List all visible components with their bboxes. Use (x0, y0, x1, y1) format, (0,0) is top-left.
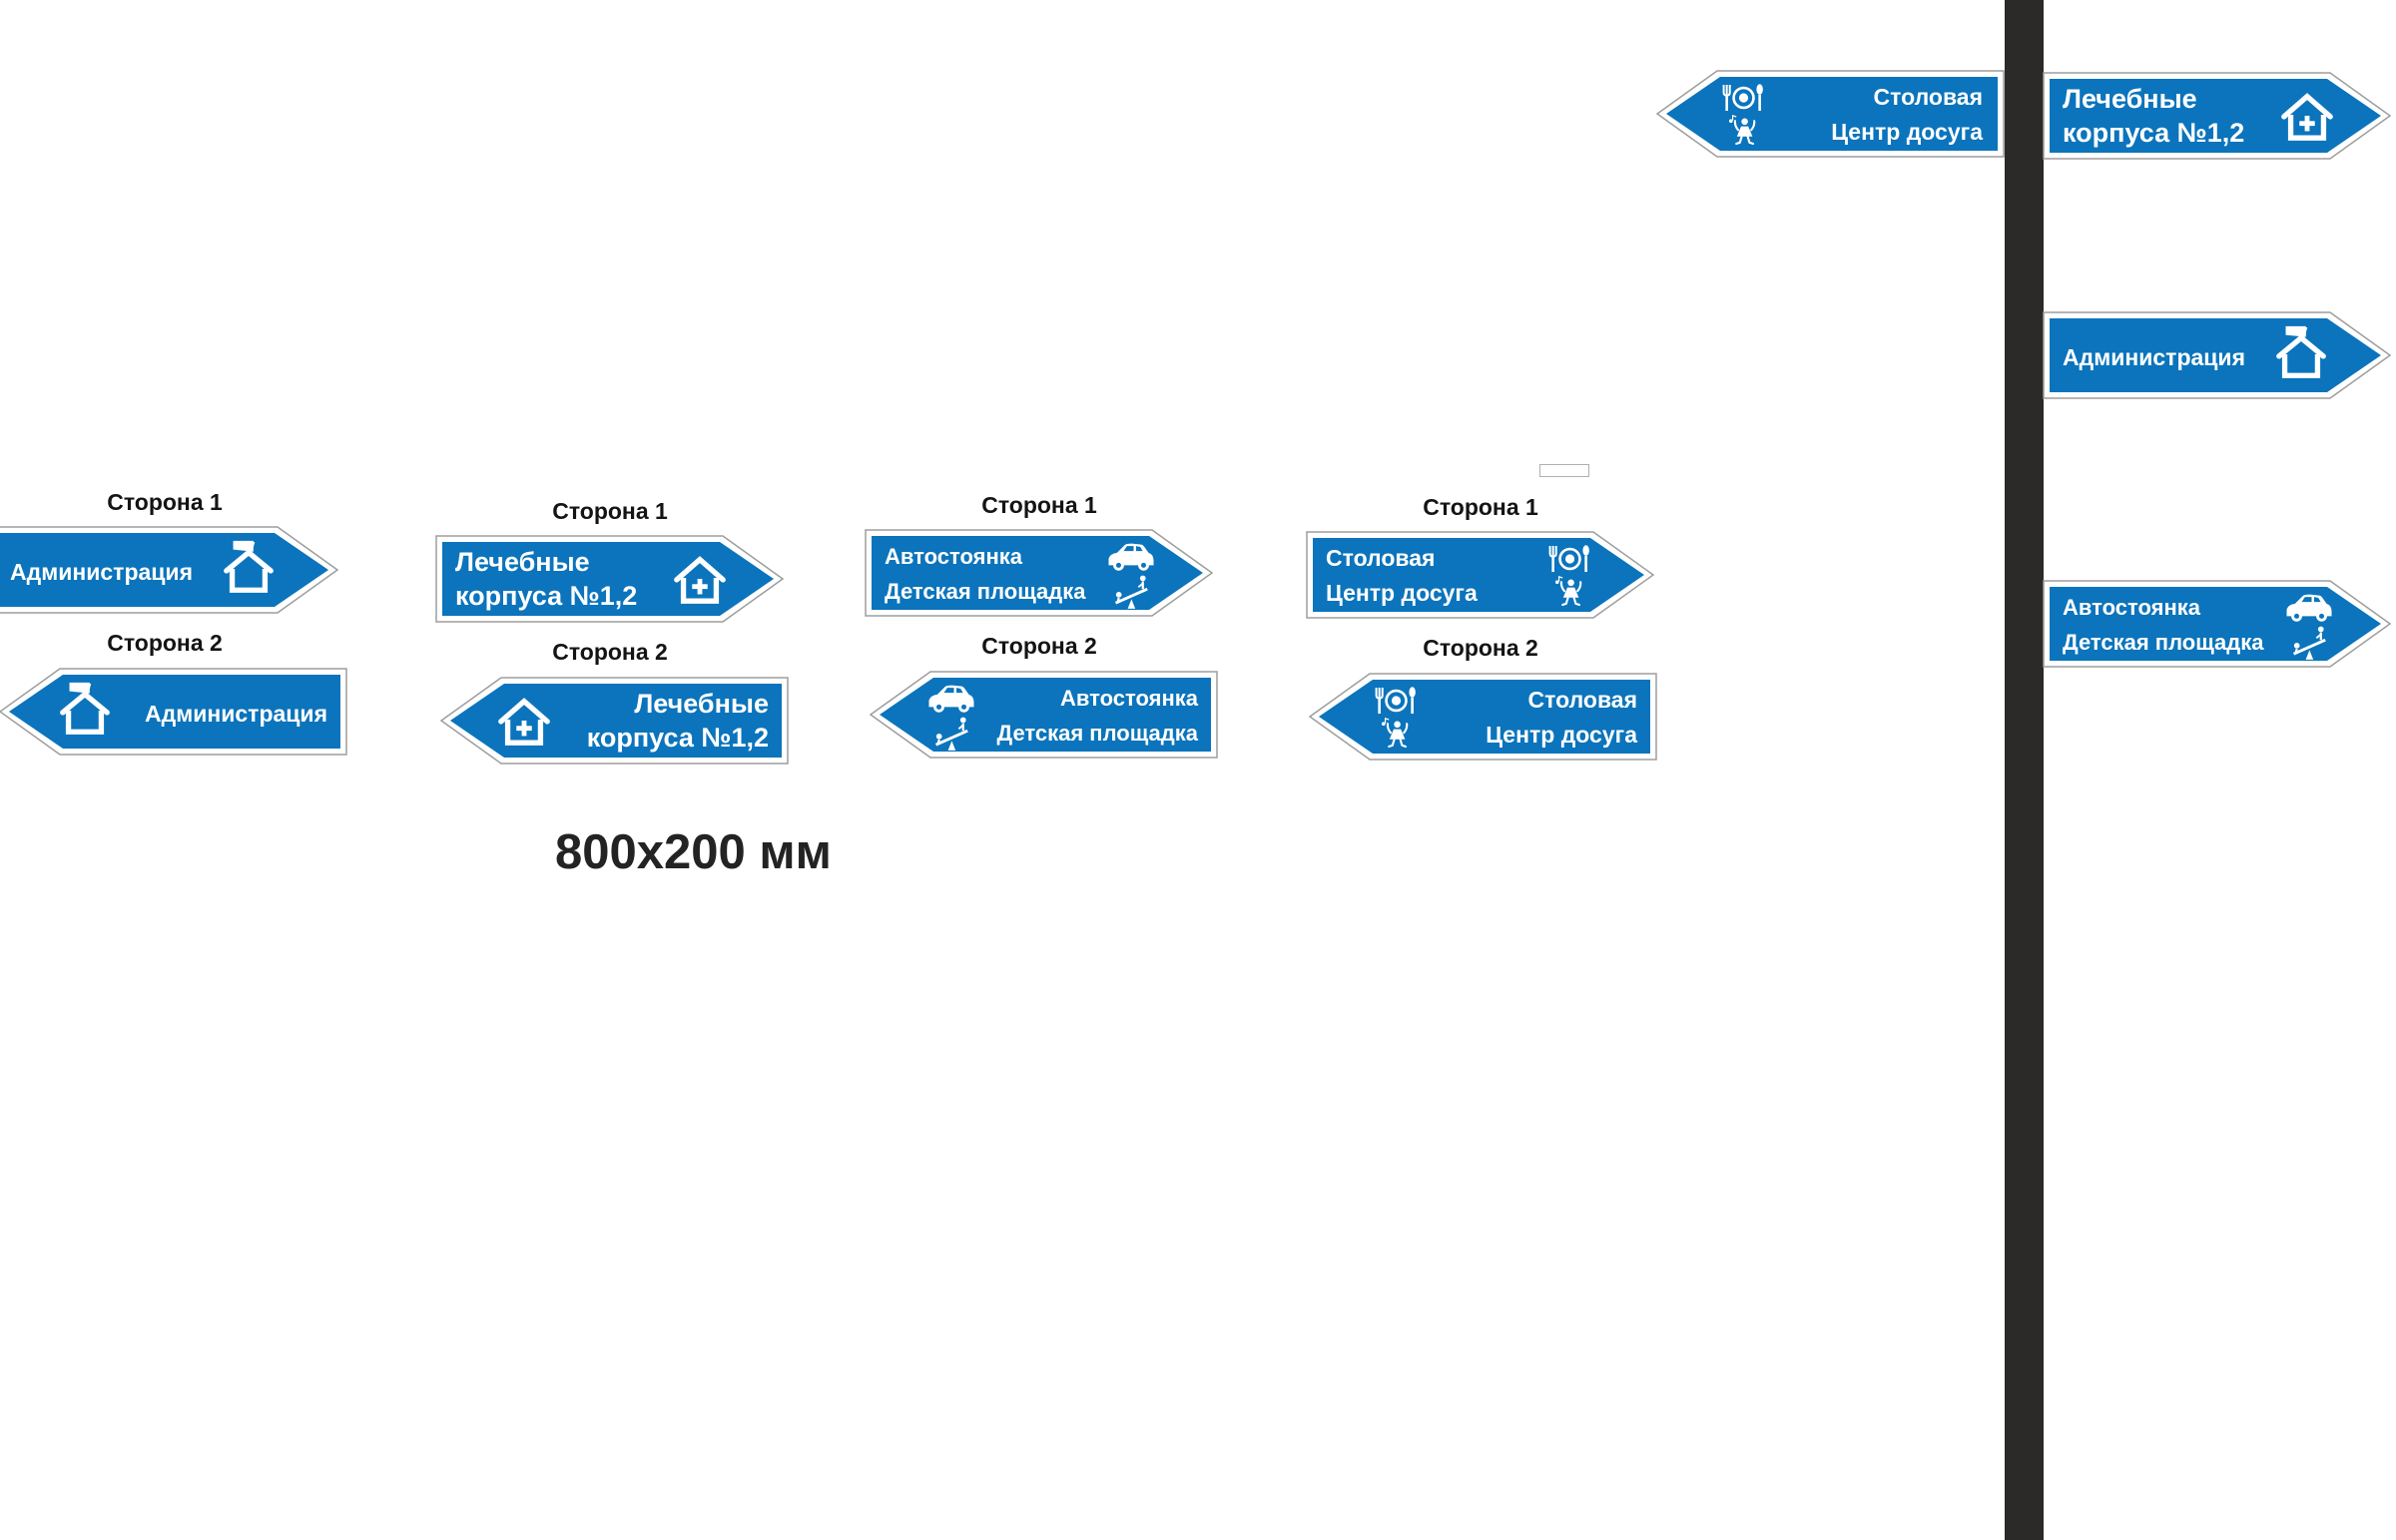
sign-medical-side2: Лечебные корпуса №1,2 (439, 677, 789, 765)
side1-label: Сторона 1 (552, 498, 668, 524)
side2-label: Сторона 2 (981, 633, 1097, 659)
sign-parking-side1: Автостоянка Детская площадка (865, 529, 1214, 617)
pole-sign-parking-right: Автостоянка Детская площадка (2043, 580, 2392, 668)
sign-text: Столовая (1326, 545, 1435, 571)
side1-label: Сторона 1 (981, 492, 1097, 518)
sign-text: Автостоянка (885, 544, 1023, 569)
sign-text: корпуса №1,2 (2063, 118, 2244, 148)
side2-label: Сторона 2 (1423, 635, 1538, 661)
sign-text: Центр досуга (1486, 722, 1637, 748)
pole-sign-canteen-left: Столовая Центр досуга (1655, 70, 2005, 158)
sign-text: Администрация (10, 559, 193, 585)
sign-panel (2050, 79, 2381, 153)
sign-medical-side1: Лечебные корпуса №1,2 (435, 535, 785, 623)
sign-text: корпуса №1,2 (587, 723, 769, 753)
sign-group-canteen: Сторона 1 Столовая Центр досуга Сторона … (1306, 494, 1657, 764)
sign-panel (450, 684, 782, 758)
sign-text: Администрация (2063, 344, 2245, 370)
sign-admin-side2: Администрация (0, 668, 347, 756)
sign-group-admin: Сторона 1 Администрация Сторона 2 Админи… (0, 489, 347, 759)
sign-text: корпуса №1,2 (455, 581, 637, 611)
sign-text: Администрация (145, 701, 327, 727)
sign-post (2005, 0, 2044, 1540)
small-rectangle (1539, 464, 1589, 477)
sign-text: Лечебные (634, 689, 769, 719)
sign-group-parking: Сторона 1 Автостоянка Детская площадка С… (865, 492, 1218, 762)
side2-label: Сторона 2 (107, 630, 223, 656)
pole-sign-medical-right: Лечебные корпуса №1,2 (2043, 72, 2392, 160)
sign-text: Столовая (1874, 84, 1983, 110)
sign-text: Детская площадка (997, 721, 1199, 746)
sign-canteen-side2: Столовая Центр досуга (1308, 673, 1657, 761)
sign-panel (442, 542, 774, 616)
sign-group-medical: Сторона 1 Лечебные корпуса №1,2 Сторона … (435, 498, 789, 768)
sign-text: Детская площадка (885, 579, 1086, 604)
sign-text: Лечебные (2063, 84, 2197, 114)
sign-text: Центр досуга (1326, 580, 1478, 606)
side1-label: Сторона 1 (1423, 494, 1538, 520)
sign-parking-side2: Автостоянка Детская площадка (869, 671, 1218, 759)
sign-text: Детская площадка (2063, 630, 2264, 655)
sign-text: Автостоянка (2063, 595, 2201, 620)
sign-canteen-side1: Столовая Центр досуга (1306, 531, 1655, 619)
sign-text: Столовая (1528, 687, 1637, 713)
sign-text: Центр досуга (1831, 119, 1983, 145)
sign-admin-side1: Администрация (0, 526, 339, 614)
dimension-label: 800x200 мм (555, 825, 832, 879)
side2-label: Сторона 2 (552, 639, 668, 665)
side1-label: Сторона 1 (107, 489, 223, 515)
sign-text: Автостоянка (1060, 686, 1199, 711)
pole-sign-admin-right: Администрация (2043, 311, 2392, 399)
sign-text: Лечебные (455, 547, 590, 577)
